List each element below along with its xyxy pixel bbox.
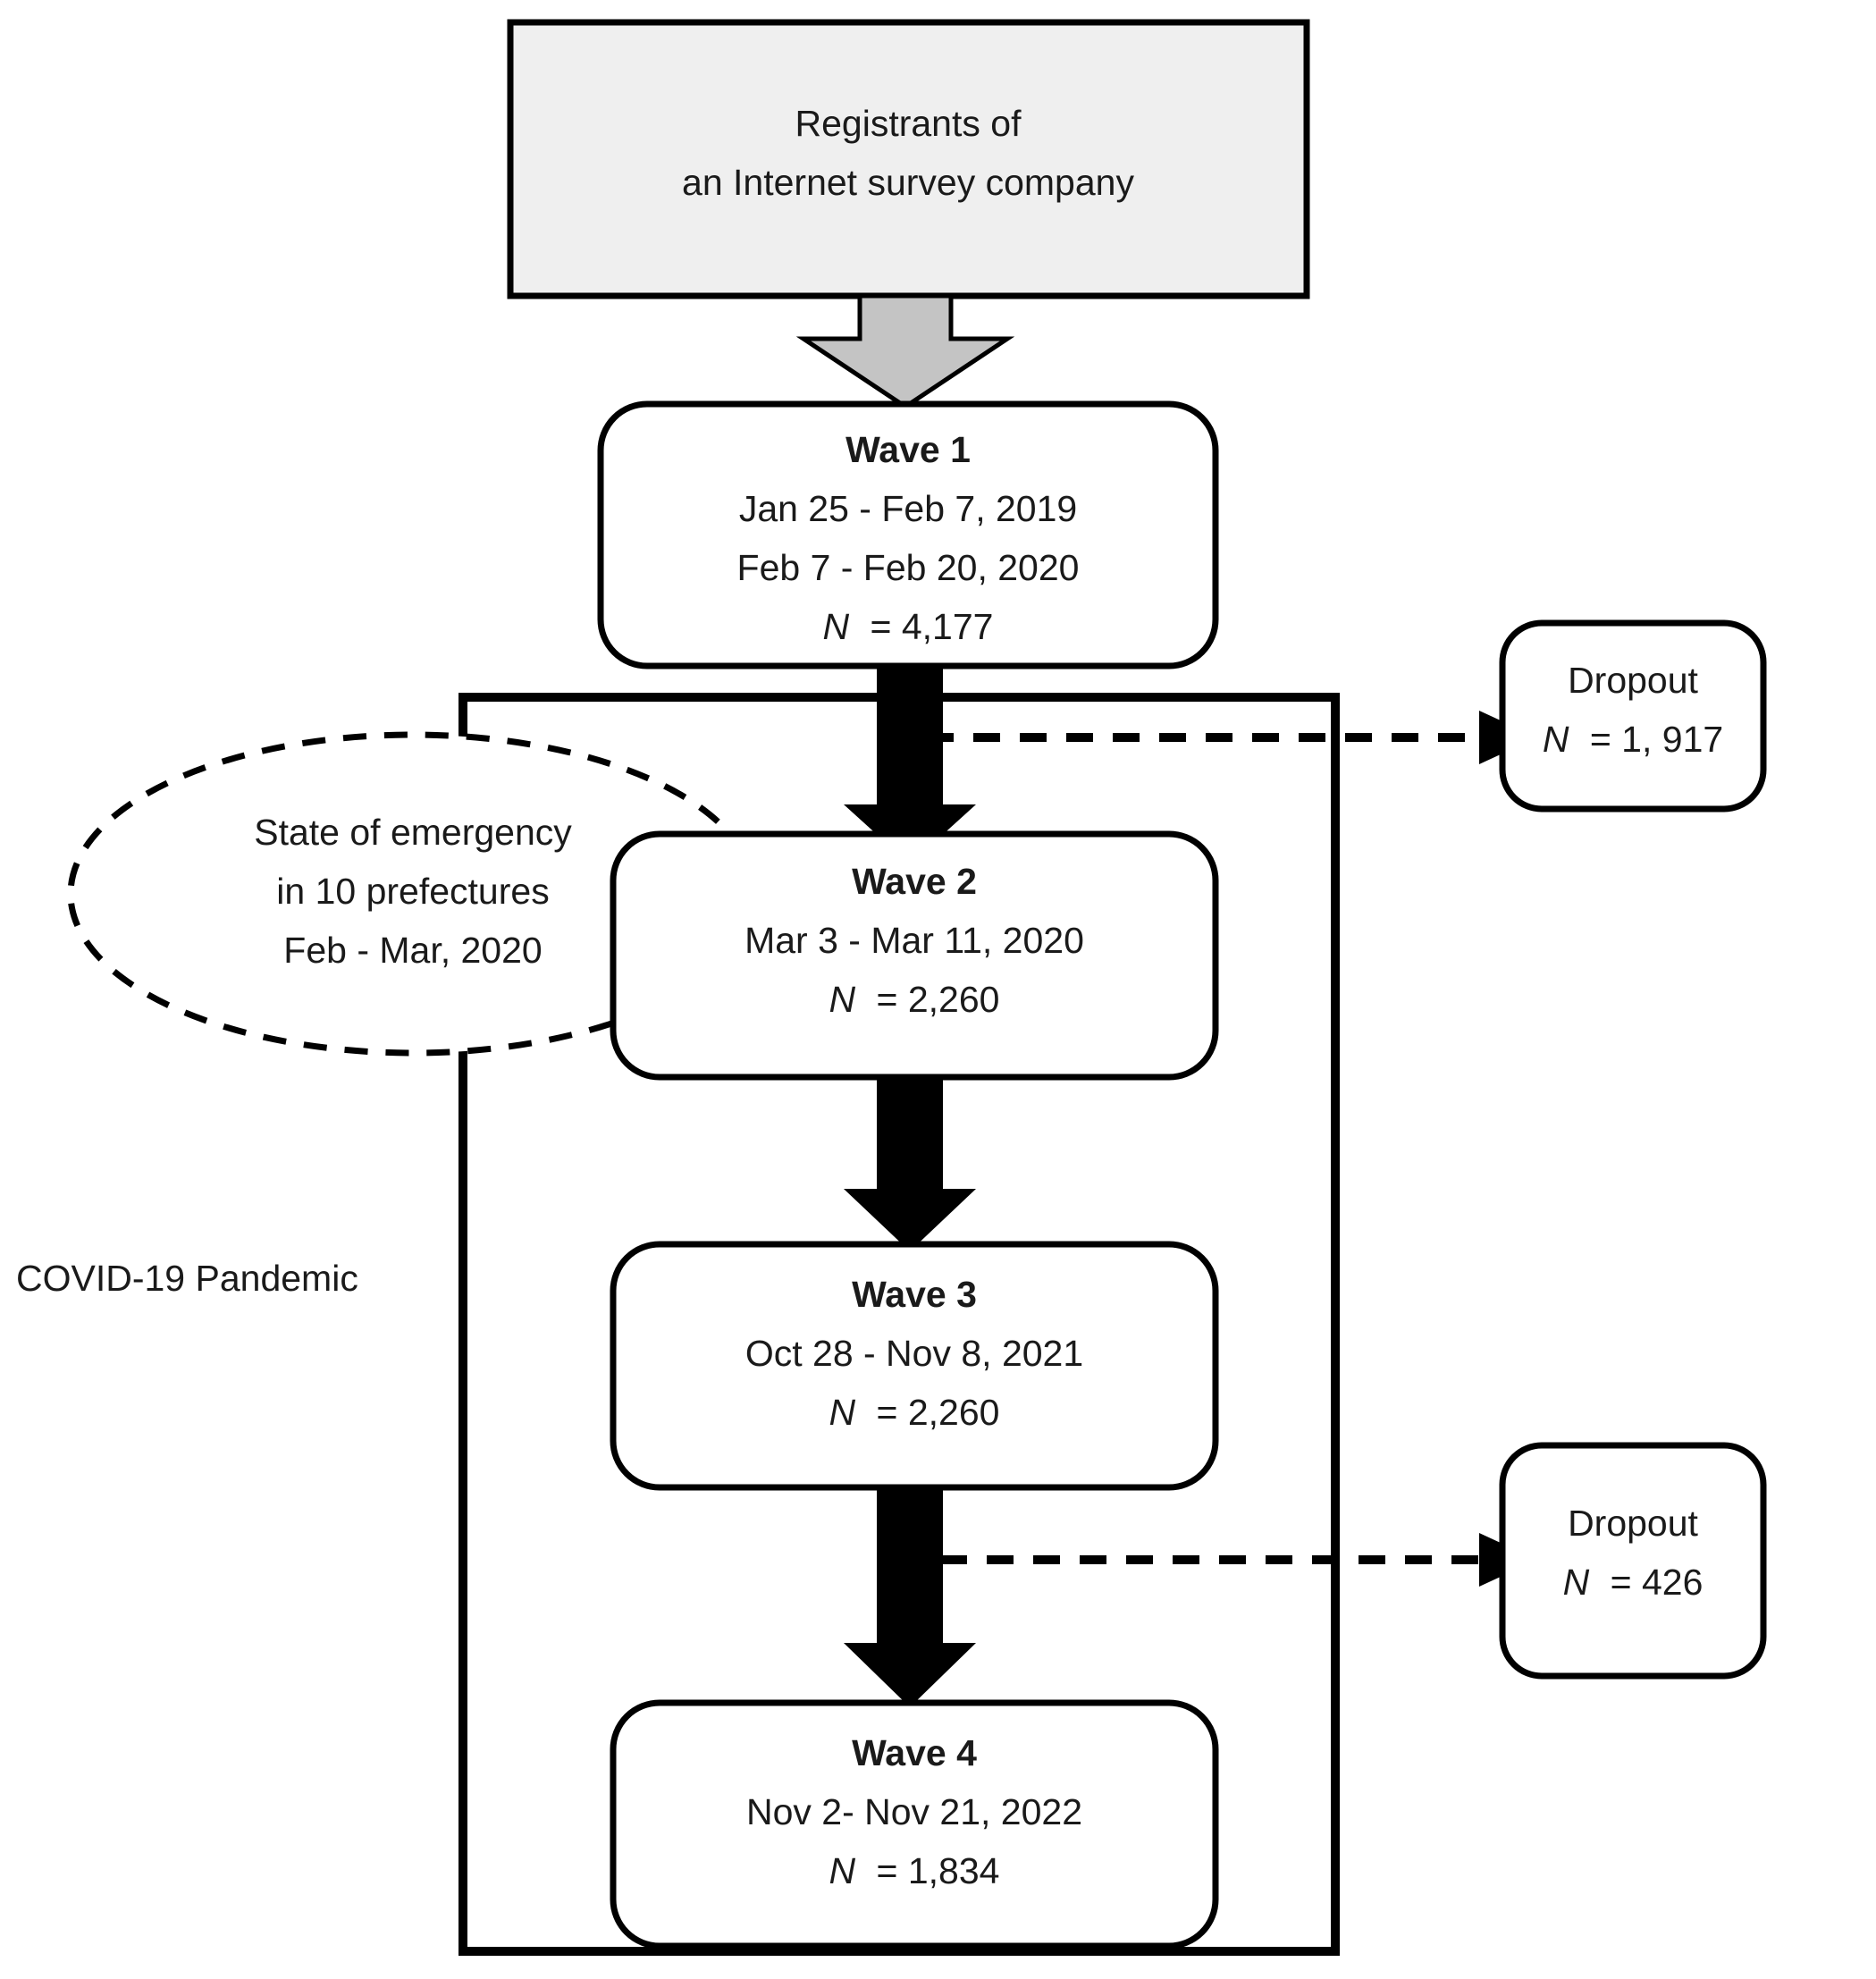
source-box-line2: an Internet survey company (682, 162, 1134, 203)
covid-pandemic-bracket (458, 693, 1340, 1956)
dropout-1-box (1499, 619, 1767, 813)
wave-1-dates-2: Feb 7 - Feb 20, 2020 (737, 547, 1080, 588)
wave-4-sample-size: N = 1,834 (829, 1850, 1000, 1891)
dropout-2-box (1499, 1442, 1767, 1680)
dropout-1-sample-size: N = 1, 917 (1543, 719, 1723, 760)
source-box (507, 19, 1310, 299)
arrow-wave3-to-wave4 (844, 1487, 976, 1707)
dropout-2-n-value: = 426 (1611, 1562, 1704, 1603)
wave-3-title: Wave 3 (852, 1274, 977, 1315)
wave-2-n-value: = 2,260 (877, 979, 1000, 1020)
wave-2-sample-size: N = 2,260 (829, 979, 1000, 1020)
wave-2-title: Wave 2 (852, 861, 977, 902)
wave-3-n-symbol: N (829, 1392, 856, 1433)
wave-2-n-symbol: N (829, 979, 856, 1020)
dropout-1-n-value: = 1, 917 (1590, 719, 1723, 760)
dropout-1-title: Dropout (1568, 660, 1698, 701)
wave-3-n-value: = 2,260 (877, 1392, 1000, 1433)
arrow-wave1-to-wave2 (844, 666, 976, 864)
wave-4-dates-1: Nov 2- Nov 21, 2022 (746, 1791, 1082, 1832)
dropout-2-title: Dropout (1568, 1503, 1698, 1544)
dropout-2-sample-size: N = 426 (1563, 1562, 1704, 1603)
wave-2-dates-1: Mar 3 - Mar 11, 2020 (745, 920, 1084, 961)
arrow-wave2-to-wave3 (844, 1077, 976, 1251)
wave-1-sample-size: N = 4,177 (823, 606, 994, 647)
dropout-2-n-symbol: N (1563, 1562, 1590, 1603)
emergency-note-line2: in 10 prefectures (276, 871, 549, 912)
emergency-note-line1: State of emergency (254, 812, 572, 853)
wave-3-dates-1: Oct 28 - Nov 8, 2021 (745, 1333, 1083, 1374)
wave-4-n-value: = 1,834 (877, 1850, 1000, 1891)
dropout-1-connector (880, 711, 1537, 764)
wave-3-sample-size: N = 2,260 (829, 1392, 1000, 1433)
wave-1-n-symbol: N (823, 606, 850, 647)
arrow-source-to-wave1 (795, 293, 1015, 410)
covid-pandemic-label: COVID-19 Pandemic (16, 1258, 358, 1299)
wave-4-title: Wave 4 (852, 1732, 977, 1773)
wave-4-n-symbol: N (829, 1850, 856, 1891)
wave-1-dates-1: Jan 25 - Feb 7, 2019 (739, 488, 1077, 529)
dropout-2-connector (894, 1533, 1537, 1587)
wave-4-box (610, 1699, 1219, 1950)
wave-1-n-value: = 4,177 (871, 606, 994, 647)
emergency-note-line3: Feb - Mar, 2020 (283, 930, 542, 971)
wave-1-title: Wave 1 (845, 429, 971, 470)
dropout-1-n-symbol: N (1543, 719, 1569, 760)
source-box-line1: Registrants of (795, 103, 1022, 144)
